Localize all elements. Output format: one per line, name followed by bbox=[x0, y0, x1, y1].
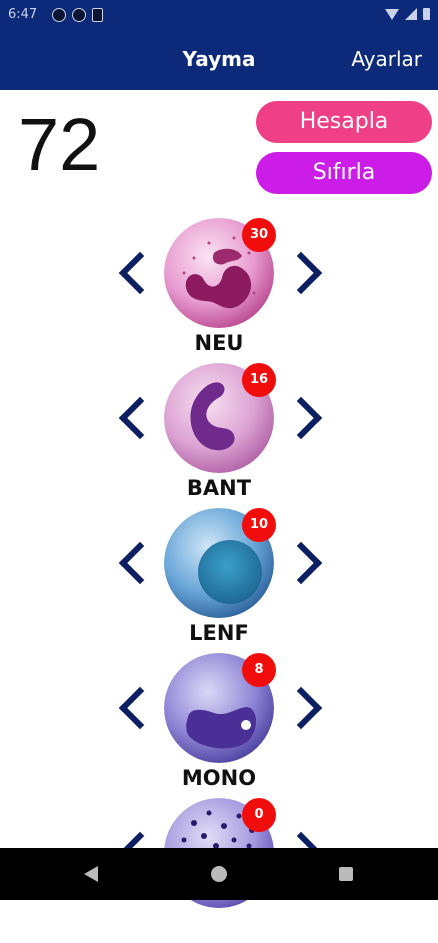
status-bar: 6:47 bbox=[0, 0, 438, 30]
recent-apps-icon[interactable] bbox=[339, 867, 353, 881]
calculate-button[interactable]: Hesapla bbox=[256, 101, 432, 143]
cell-label: NEU bbox=[194, 331, 244, 355]
cell-counter-mono: 8 MONO bbox=[0, 653, 438, 798]
total-count: 72 bbox=[18, 103, 101, 186]
notification-icon bbox=[72, 8, 86, 22]
cell-counter-neu: 30 NEU bbox=[0, 218, 438, 363]
settings-button[interactable]: Ayarlar bbox=[351, 47, 422, 71]
cell-label: MONO bbox=[181, 766, 257, 790]
wifi-icon bbox=[385, 8, 399, 20]
chevron-left-icon[interactable] bbox=[118, 396, 162, 440]
count-badge: 0 bbox=[242, 798, 276, 832]
chevron-right-icon[interactable] bbox=[279, 686, 323, 730]
signal-icon bbox=[405, 8, 417, 20]
app-bar: Yayma Ayarlar bbox=[0, 30, 438, 90]
chevron-left-icon[interactable] bbox=[118, 541, 162, 585]
battery-icon bbox=[423, 8, 430, 20]
notification-icon bbox=[52, 8, 66, 22]
count-badge: 10 bbox=[242, 508, 276, 542]
cell-label: LENF bbox=[189, 621, 249, 645]
system-icons bbox=[385, 8, 430, 20]
chevron-right-icon[interactable] bbox=[279, 541, 323, 585]
count-badge: 16 bbox=[242, 363, 276, 397]
cell-label: BANT bbox=[186, 476, 252, 500]
cell-counter-bant: 16 BANT bbox=[0, 363, 438, 508]
cell-counter-lenf: 10 LENF bbox=[0, 508, 438, 653]
reset-button[interactable]: Sıfırla bbox=[256, 152, 432, 194]
chevron-left-icon[interactable] bbox=[118, 251, 162, 295]
navigation-bar bbox=[0, 848, 438, 900]
sd-card-icon bbox=[92, 8, 103, 22]
chevron-right-icon[interactable] bbox=[279, 251, 323, 295]
notification-icons bbox=[52, 8, 103, 22]
page-title: Yayma bbox=[182, 47, 256, 71]
home-icon[interactable] bbox=[211, 866, 227, 882]
status-time: 6:47 bbox=[8, 7, 38, 22]
back-icon[interactable] bbox=[84, 866, 98, 882]
chevron-right-icon[interactable] bbox=[279, 396, 323, 440]
count-badge: 30 bbox=[242, 218, 276, 252]
chevron-left-icon[interactable] bbox=[118, 686, 162, 730]
count-badge: 8 bbox=[242, 653, 276, 687]
